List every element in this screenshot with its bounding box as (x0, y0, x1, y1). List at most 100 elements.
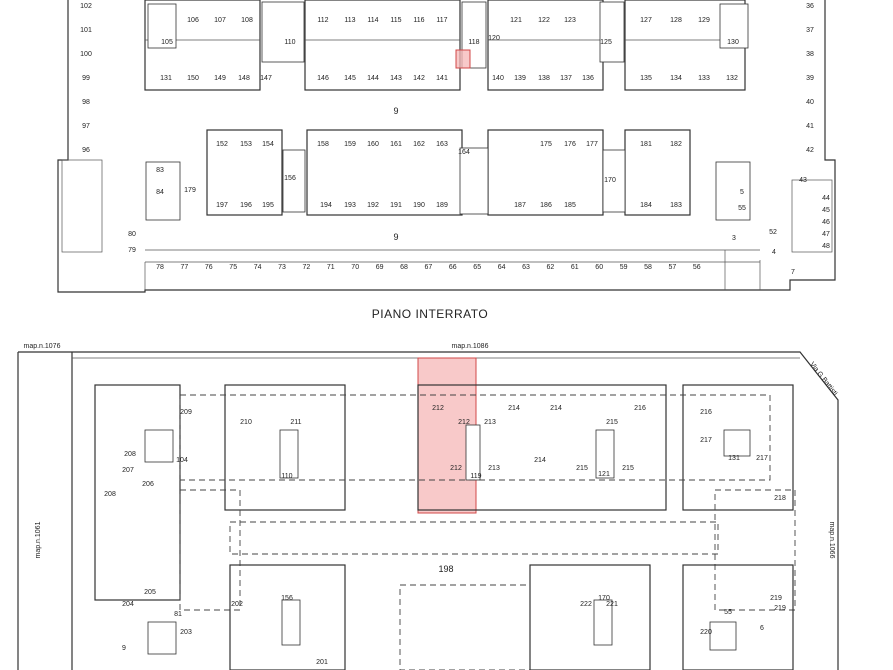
core-1 (261, 1, 305, 63)
right-corridor (714, 489, 796, 611)
space-label: 110 (284, 39, 295, 46)
space-label: 134 (670, 75, 682, 82)
space-label: 154 (262, 141, 274, 148)
space-label: 52 (769, 229, 777, 236)
unit-label: 208 (104, 491, 116, 498)
space-label: 5 (740, 189, 744, 196)
space-label: 71 (327, 264, 335, 271)
unit-label: 104 (176, 457, 188, 464)
unit-label: 55 (724, 609, 732, 616)
space-label: 156 (284, 175, 296, 182)
space-label: 142 (413, 75, 425, 82)
space-label: 113 (344, 17, 355, 24)
space-label: 120 (488, 35, 500, 42)
unit-label: 201 (316, 659, 328, 666)
space-label: 196 (240, 202, 252, 209)
space-label: 163 (436, 141, 448, 148)
plan-title: PIANO INTERRATO (372, 307, 488, 321)
unit-label: 216 (634, 405, 646, 412)
unit-label: 204 (122, 601, 134, 608)
unit-label: 202 (231, 601, 243, 608)
space-label: 64 (498, 264, 506, 271)
space-label: 73 (278, 264, 286, 271)
ground-outer-wall (17, 351, 839, 670)
basement-plan (57, 0, 836, 293)
ground-stair-1 (144, 429, 174, 463)
space-label: 187 (514, 202, 526, 209)
ground-stair-2 (147, 621, 177, 655)
space-label: 117 (436, 17, 447, 24)
space-label: 128 (670, 17, 682, 24)
unit-label: 215 (606, 419, 618, 426)
space-label: 195 (262, 202, 274, 209)
space-label: 186 (540, 202, 552, 209)
space-label: 118 (468, 39, 479, 46)
space-label: 147 (260, 75, 272, 82)
space-label: 46 (822, 219, 830, 226)
space-label: 197 (216, 202, 228, 209)
space-label: 133 (698, 75, 710, 82)
space-label: 153 (240, 141, 252, 148)
street-label: Via G.Battisti (808, 361, 839, 397)
space-label: 164 (458, 149, 470, 156)
space-label: 183 (670, 202, 682, 209)
space-label: 192 (367, 202, 379, 209)
space-label: 3 (732, 235, 736, 242)
space-label: 4 (772, 249, 776, 256)
space-label: 83 (156, 167, 164, 174)
core-8 (602, 149, 626, 213)
space-label: 38 (806, 51, 814, 58)
space-label: 130 (727, 39, 739, 46)
unit-label: 131 (728, 455, 740, 462)
ground-block-1 (224, 384, 346, 511)
space-label: 40 (806, 99, 814, 106)
space-label: 115 (390, 17, 401, 24)
unit-label: 121 (598, 471, 610, 478)
space-label: 55 (738, 205, 746, 212)
unit-label: 205 (144, 589, 156, 596)
space-label: 138 (538, 75, 550, 82)
ground-block-5 (529, 564, 651, 670)
unit-label: 214 (550, 405, 562, 412)
space-label: 37 (806, 27, 814, 34)
unit-label: 203 (180, 629, 192, 636)
space-label: 149 (214, 75, 226, 82)
ground-plan (17, 351, 839, 670)
core-9 (145, 161, 181, 221)
unit-label: 211 (290, 419, 301, 426)
unit-label: 209 (180, 409, 192, 416)
core-6 (282, 149, 306, 213)
space-label: 129 (698, 17, 710, 24)
space-label: 141 (436, 75, 448, 82)
aisle-label: 9 (393, 232, 398, 242)
block-e (206, 129, 283, 216)
space-label: 7 (791, 269, 795, 276)
space-label: 47 (822, 231, 830, 238)
aisle-label: 9 (393, 106, 398, 116)
space-label: 102 (80, 3, 92, 10)
unit-label: 6 (760, 625, 764, 632)
space-label: 189 (436, 202, 448, 209)
space-label: 75 (229, 264, 237, 271)
space-label: 105 (161, 39, 173, 46)
space-label: 56 (693, 264, 701, 271)
unit-label: 110 (281, 473, 292, 480)
parcel-label: map.n.1066 (828, 522, 835, 559)
space-label: 144 (367, 75, 379, 82)
space-label: 79 (128, 247, 136, 254)
space-label: 127 (640, 17, 652, 24)
ground-stair-8 (593, 599, 613, 646)
lower-corridor (399, 584, 531, 670)
ground-stair-6 (723, 429, 751, 457)
space-label: 136 (582, 75, 594, 82)
unit-label: 213 (488, 465, 500, 472)
space-label: 140 (492, 75, 504, 82)
core-3 (599, 1, 625, 63)
upper-corridor (179, 394, 771, 481)
space-label: 100 (80, 51, 92, 58)
space-label: 57 (669, 264, 677, 271)
space-label: 152 (216, 141, 228, 148)
core-7 (459, 147, 489, 215)
space-label: 177 (586, 141, 598, 148)
space-label: 74 (254, 264, 262, 271)
